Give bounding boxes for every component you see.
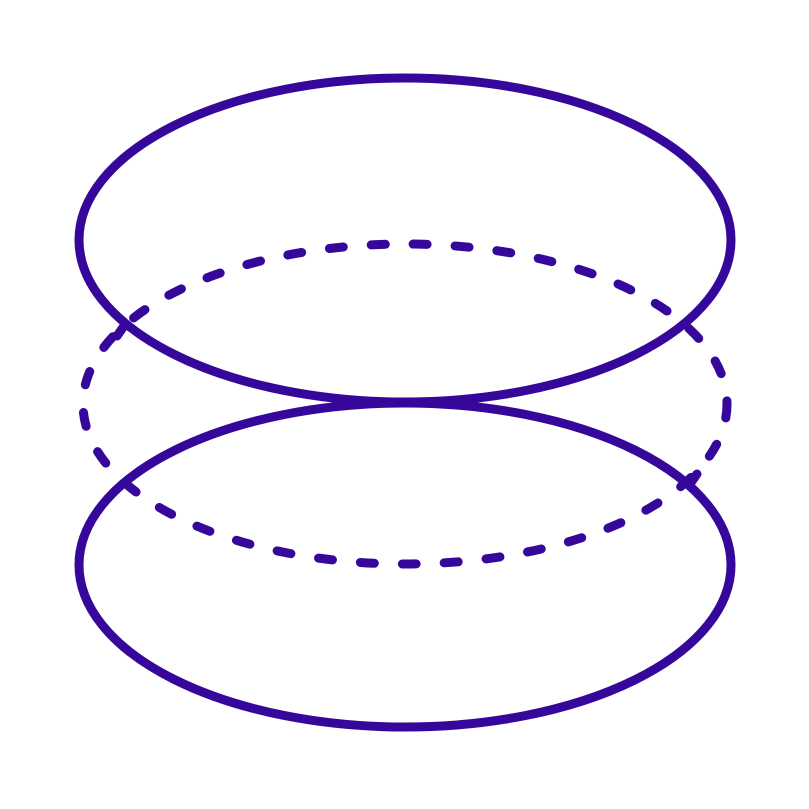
top-ellipse (74, 73, 736, 407)
left-upper-tick (112, 321, 129, 341)
middle-dashed-ellipse (78, 239, 732, 569)
bottom-ellipse (74, 398, 736, 732)
